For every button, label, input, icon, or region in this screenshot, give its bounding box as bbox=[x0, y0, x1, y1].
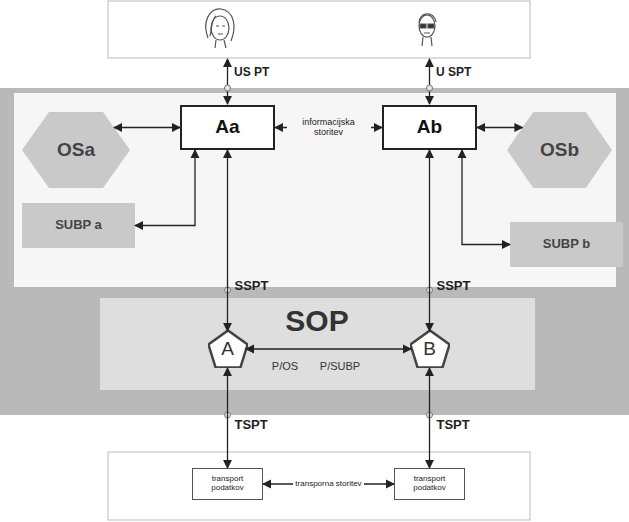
connector-arrow bbox=[429, 368, 430, 468]
connector-arrow bbox=[114, 127, 180, 128]
node-text: transport podatkov bbox=[195, 475, 260, 493]
hexagon-shape bbox=[22, 112, 130, 188]
connector-arrow bbox=[135, 150, 195, 226]
connector-label: informacijska storitev bbox=[287, 117, 371, 139]
transport-box: transport podatkov bbox=[394, 468, 465, 500]
node-text: P/SUBP bbox=[320, 360, 360, 372]
node-text: A bbox=[221, 339, 234, 360]
pentagon-shape bbox=[410, 330, 449, 367]
connector-arrow bbox=[227, 368, 228, 468]
user-frame bbox=[108, 1, 530, 58]
node-text: B bbox=[423, 339, 436, 360]
user-link bbox=[227, 59, 228, 104]
connector-arrow bbox=[246, 348, 411, 349]
database-box: SUBP a bbox=[22, 203, 135, 248]
person-icon bbox=[419, 14, 436, 46]
connector-label: SSPT bbox=[437, 279, 471, 293]
connector-arrow bbox=[227, 150, 228, 331]
node-text: Ab bbox=[417, 117, 442, 138]
connector-label: TSPT bbox=[437, 418, 470, 432]
system-band bbox=[0, 88, 629, 415]
system-hexagon: OSb bbox=[507, 112, 612, 188]
node-text: OSb bbox=[540, 140, 579, 161]
pentagon-shape bbox=[208, 330, 247, 367]
node-text: P/OS bbox=[272, 360, 298, 372]
node-text: SOP bbox=[285, 304, 348, 337]
connector-label: transporna storitev bbox=[293, 479, 363, 490]
connector-arrow bbox=[462, 150, 510, 245]
node-text: SUBP b bbox=[543, 237, 590, 251]
endpoint-pentagon: A bbox=[208, 330, 248, 368]
database-box: SUBP b bbox=[510, 222, 623, 267]
endpoint-pentagon: B bbox=[410, 330, 450, 368]
system-hexagon: OSa bbox=[22, 112, 130, 188]
person-icon bbox=[206, 9, 234, 48]
hexagon-shape bbox=[507, 112, 612, 188]
connector-label: SSPT bbox=[235, 279, 269, 293]
user-link bbox=[429, 59, 430, 104]
middleware-box: SOP P/OS P/SUBP A B bbox=[100, 298, 535, 390]
application-box: Ab bbox=[382, 105, 477, 150]
application-box: Aa bbox=[180, 105, 275, 150]
connector-arrow bbox=[429, 150, 430, 331]
node-text: SUBP a bbox=[55, 218, 102, 232]
node-text: Aa bbox=[215, 117, 239, 138]
transport-frame bbox=[108, 452, 530, 520]
transport-box: transport podatkov bbox=[192, 468, 263, 500]
interface-label: U SPT bbox=[436, 66, 471, 79]
connector-label: TSPT bbox=[235, 418, 268, 432]
interface-label: US PT bbox=[234, 66, 269, 79]
connector-arrow bbox=[477, 127, 523, 128]
node-text: transport podatkov bbox=[397, 475, 462, 493]
node-text: OSa bbox=[57, 140, 95, 161]
